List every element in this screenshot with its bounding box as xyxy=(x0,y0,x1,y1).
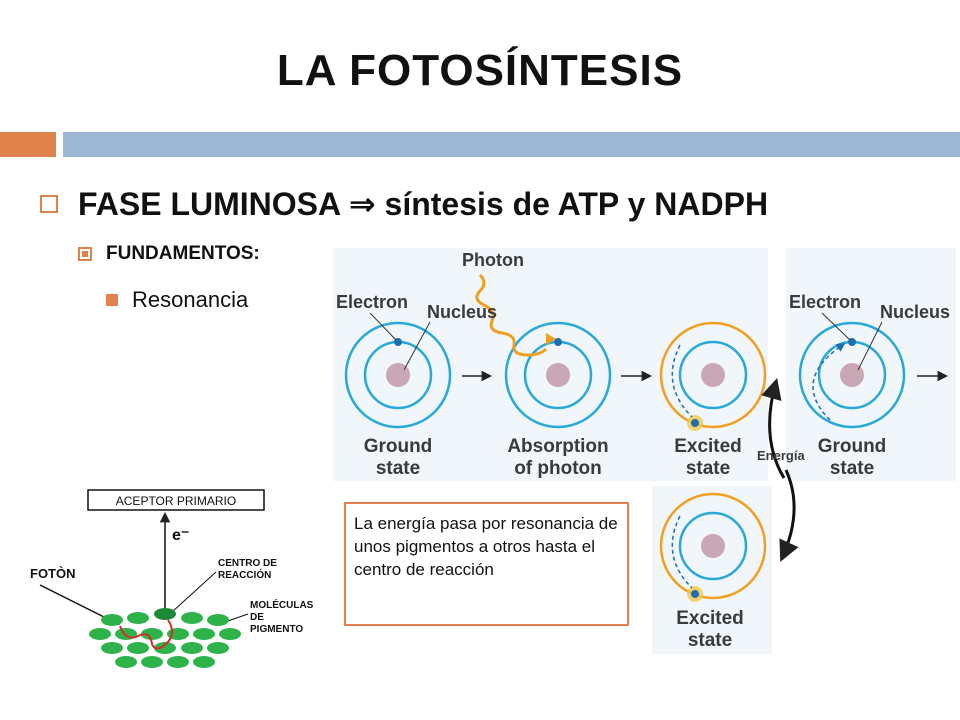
label-nucleus: Nucleus xyxy=(880,302,950,322)
pigment-diagram: ACEPTOR PRIMARIO e⁻ FOTÒN CENTRO DE REAC… xyxy=(30,489,314,668)
label-excited-state: Excited xyxy=(674,436,742,457)
energy-arrow-down xyxy=(779,469,799,562)
pigment-molecules xyxy=(89,608,241,668)
label-centro: CENTRO DE xyxy=(218,558,277,569)
label-excited-state: state xyxy=(688,630,732,651)
aceptor-box xyxy=(87,489,265,511)
atom-absorption xyxy=(504,321,612,429)
label-electron-symbol: e⁻ xyxy=(172,527,189,544)
label-absorption: Absorption xyxy=(507,436,608,457)
label-energia: Energía xyxy=(757,448,805,463)
label-moleculas: DE xyxy=(250,612,264,623)
hollow-square-bullet-icon xyxy=(40,195,58,213)
energy-arrow-up xyxy=(761,377,786,479)
label-excited-state: Excited xyxy=(676,608,744,629)
photon-arrowhead xyxy=(546,333,556,345)
label-electron: Electron xyxy=(336,292,408,312)
label-electron: Electron xyxy=(789,292,861,312)
label-photon: Photon xyxy=(462,250,524,270)
atom-excited-state-bottom xyxy=(659,492,767,602)
photon-wave xyxy=(475,273,548,357)
bullet-level1-text: FASE LUMINOSA ⇒ síntesis de ATP y NADPH xyxy=(78,186,769,222)
caption-box: La energía pasa por resonancia de unos p… xyxy=(344,502,629,626)
atom-excited-state xyxy=(659,321,767,431)
electron-dot xyxy=(691,419,699,427)
pointer-line xyxy=(369,312,397,341)
atom-panel-right xyxy=(786,248,956,481)
atom-ground-state-1 xyxy=(344,321,452,429)
title-rule-bar xyxy=(63,132,960,157)
bullet-level2-text: FUNDAMENTOS: xyxy=(106,243,260,264)
label-foton: FOTÒN xyxy=(30,566,76,581)
label-ground-state: Ground xyxy=(364,436,433,457)
label-ground-state: Ground xyxy=(818,436,887,457)
square-bullet-icon xyxy=(78,247,92,261)
label-ground-state: state xyxy=(376,458,420,479)
filled-square-bullet-icon xyxy=(106,294,118,306)
slide-title: LA FOTOSÍNTESIS xyxy=(276,46,684,95)
pointer-line xyxy=(821,312,851,341)
label-excited-state: state xyxy=(686,458,730,479)
electron-dot xyxy=(554,338,562,346)
bullet-level1: FASE LUMINOSA ⇒ síntesis de ATP y NADPH xyxy=(40,185,768,223)
resonance-path xyxy=(119,619,173,650)
electron-dot xyxy=(691,590,699,598)
pointer-line xyxy=(403,321,431,371)
label-ground-state: state xyxy=(830,458,874,479)
bullet-level3: Resonancia xyxy=(106,287,248,313)
label-nucleus: Nucleus xyxy=(427,302,497,322)
bullet-level3-text: Resonancia xyxy=(132,287,249,312)
label-moleculas: MOLÉCULAS xyxy=(250,598,314,611)
title-rule-accent xyxy=(0,132,56,157)
atom-panel-left xyxy=(333,248,768,481)
label-centro: REACCIÓN xyxy=(218,568,271,581)
label-moleculas: PIGMENTO xyxy=(250,624,303,635)
label-aceptor: ACEPTOR PRIMARIO xyxy=(116,494,236,508)
pointer-line xyxy=(857,321,883,371)
label-absorption: of photon xyxy=(514,458,602,479)
bullet-level2: FUNDAMENTOS: xyxy=(78,243,260,265)
